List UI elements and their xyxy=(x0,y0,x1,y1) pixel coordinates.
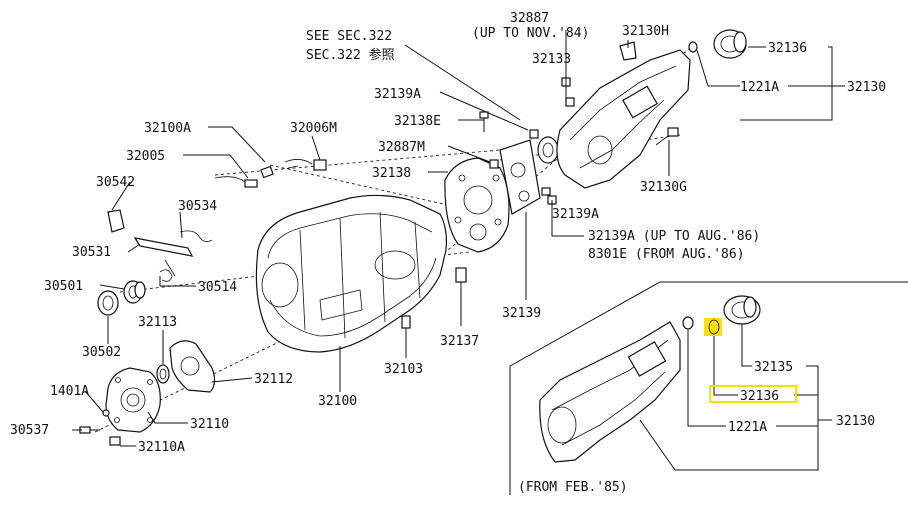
gasket-32112 xyxy=(169,340,216,393)
leader-lines xyxy=(72,30,845,471)
label-32887-top: 32887 xyxy=(510,11,549,26)
note-from-aug: 8301E (FROM AUG.'86) xyxy=(588,247,745,262)
label-32110A: 32110A xyxy=(138,440,185,455)
label-30534: 30534 xyxy=(178,199,217,214)
label-32135: 32135 xyxy=(754,360,793,375)
label-1401A: 1401A xyxy=(50,384,89,399)
release-bearing xyxy=(97,280,146,316)
speed-sensor-parts xyxy=(214,159,327,188)
label-1221A-top: 1221A xyxy=(740,80,779,95)
label-32139: 32139 xyxy=(502,306,541,321)
plug-32137 xyxy=(455,267,467,283)
label-30542: 30542 xyxy=(96,175,135,190)
label-30502: 30502 xyxy=(82,345,121,360)
oil-seal-32136-top xyxy=(713,29,747,59)
label-32100: 32100 xyxy=(318,394,357,409)
front-bolts xyxy=(79,409,121,446)
part-labels: 32887 (UP TO NOV.'84) 32130H 32136 SEE S… xyxy=(10,11,886,495)
seal-1221A-top xyxy=(688,41,698,53)
label-32103: 32103 xyxy=(384,362,423,377)
bushing-32130H xyxy=(619,41,637,61)
oil-seal-32136-bottom xyxy=(704,318,722,336)
label-32139A-mid: 32139A xyxy=(552,207,599,222)
label-32100A: 32100A xyxy=(144,121,191,136)
label-32006M: 32006M xyxy=(290,121,337,136)
seal-32113 xyxy=(156,364,170,384)
gasket-32139 xyxy=(499,139,541,215)
rear-extension-top xyxy=(556,49,691,189)
note-sec-ref: SEC.322 参照 xyxy=(306,47,395,63)
label-32005: 32005 xyxy=(126,149,165,164)
note-from-feb: (FROM FEB.'85) xyxy=(518,480,628,495)
withdrawal-lever xyxy=(107,209,213,282)
label-32887M: 32887M xyxy=(378,140,425,155)
note-up-to-nov: (UP TO NOV.'84) xyxy=(472,26,589,41)
highlight-label-box xyxy=(709,385,797,403)
label-32139A-top: 32139A xyxy=(374,87,421,102)
label-30514: 30514 xyxy=(198,280,237,295)
front-cover xyxy=(105,367,161,433)
label-32130-bottom: 32130 xyxy=(836,414,875,429)
label-32130G: 32130G xyxy=(640,180,687,195)
label-32138E: 32138E xyxy=(394,114,441,129)
label-32136-top: 32136 xyxy=(768,41,807,56)
label-1221A-bottom: 1221A xyxy=(728,420,767,435)
note-up-to-aug: 32139A (UP TO AUG.'86) xyxy=(588,229,760,244)
adapter-plate xyxy=(444,157,510,253)
label-32138: 32138 xyxy=(372,166,411,181)
label-32136-bottom: 32136 xyxy=(740,389,779,404)
drain-plug xyxy=(401,315,411,336)
label-32137: 32137 xyxy=(440,334,479,349)
bushing-32135 xyxy=(723,295,761,325)
label-32133: 32133 xyxy=(532,52,571,67)
rear-extension-inset xyxy=(539,316,694,463)
label-30537: 30537 xyxy=(10,423,49,438)
label-32113: 32113 xyxy=(138,315,177,330)
label-32130H: 32130H xyxy=(622,24,669,39)
inset-frame xyxy=(509,281,908,495)
label-32110: 32110 xyxy=(190,417,229,432)
label-32130-top: 32130 xyxy=(847,80,886,95)
label-32112: 32112 xyxy=(254,372,293,387)
label-30531: 30531 xyxy=(72,245,111,260)
bearing-32133 xyxy=(537,136,559,164)
label-30501: 30501 xyxy=(44,279,83,294)
transmission-case xyxy=(255,194,447,353)
note-see-sec: SEE SEC.322 xyxy=(306,29,392,44)
